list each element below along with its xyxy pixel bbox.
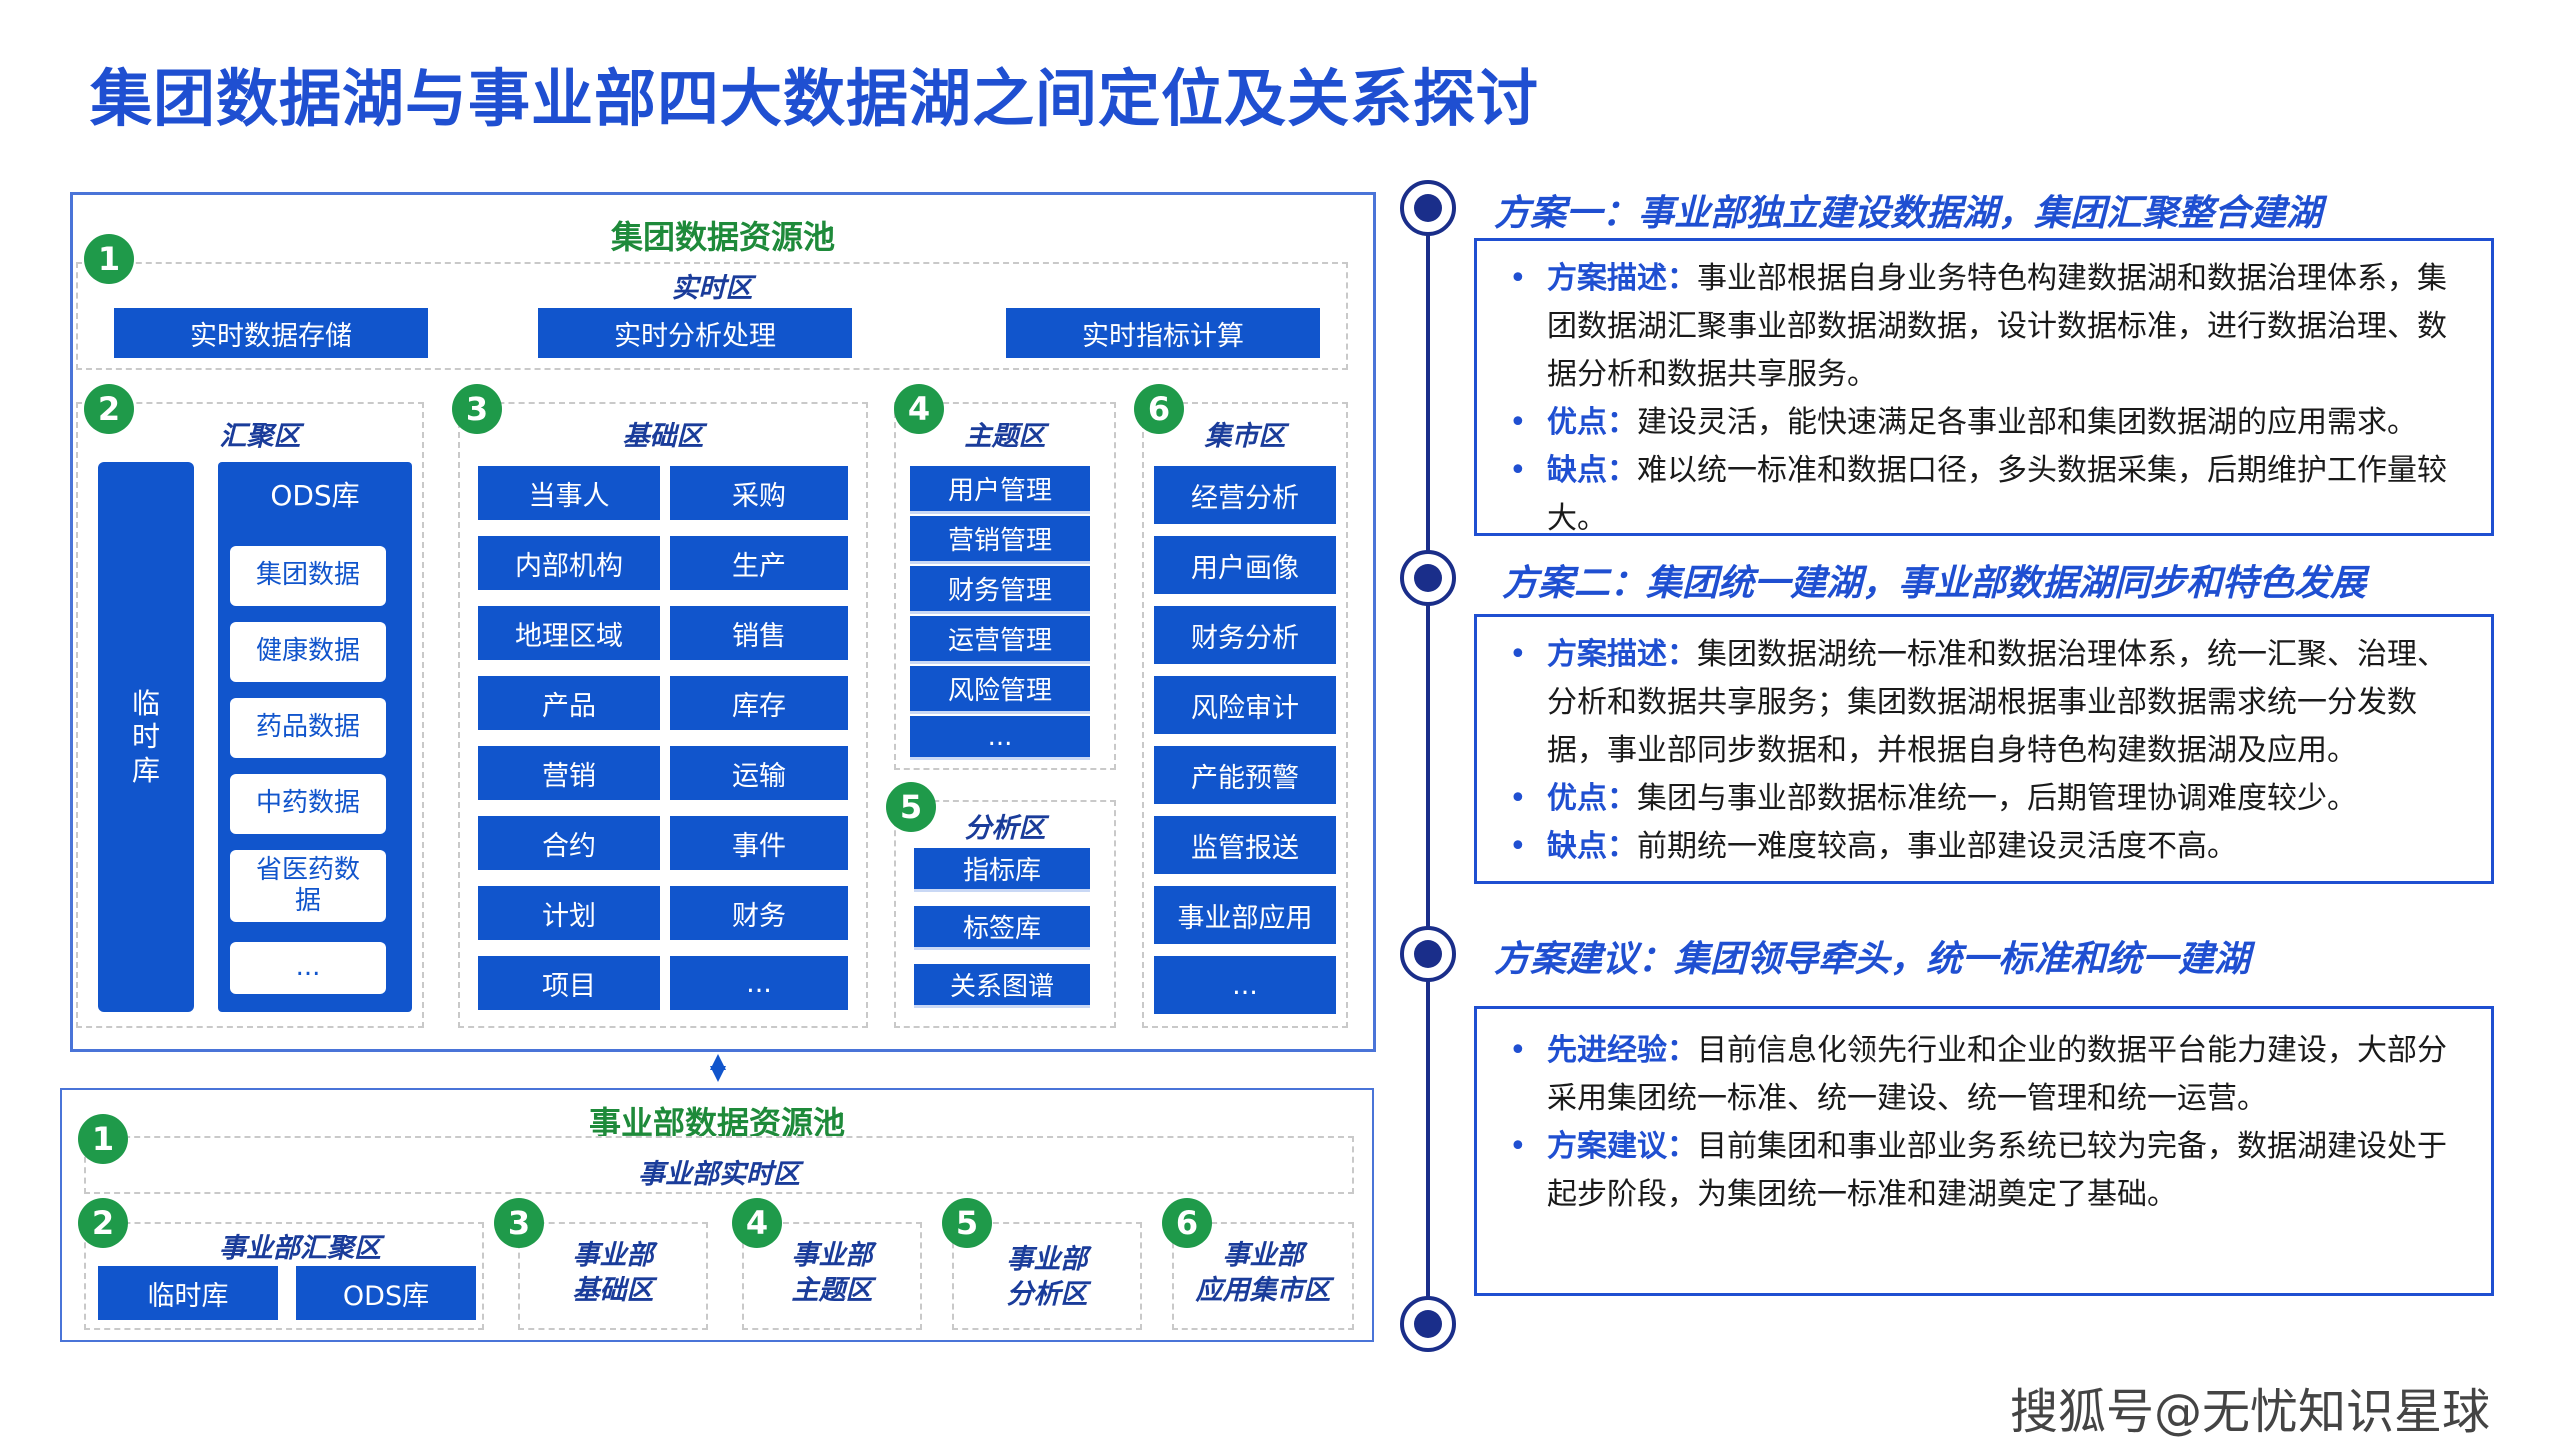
scheme-title: 方案二：集团统一建湖，事业部数据湖同步和特色发展 <box>1502 563 2367 604</box>
foundation-item: 库存 <box>670 676 848 730</box>
zone-number-badge: 3 <box>494 1198 544 1248</box>
timeline-node <box>1400 550 1456 606</box>
group-pool-title: 集团数据资源池 <box>610 218 835 256</box>
foundation-item: 采购 <box>670 466 848 520</box>
zone-number-badge: 6 <box>1162 1198 1212 1248</box>
timeline-node <box>1400 1296 1456 1352</box>
foundation-item: ... <box>670 956 848 1010</box>
foundation-item: 产品 <box>478 676 660 730</box>
zone-number-badge: 4 <box>732 1198 782 1248</box>
zone-number-badge: 5 <box>942 1198 992 1248</box>
market-item: 事业部应用 <box>1154 886 1336 944</box>
scheme-bullet: 优点：建设灵活，能快速满足各事业部和集团数据湖的应用需求。 <box>1495 399 2473 447</box>
bu-aggregation-zone-label: 事业部汇聚区 <box>219 1233 381 1264</box>
scheme-title: 方案一：事业部独立建设数据湖，集团汇聚整合建湖 <box>1494 193 2323 234</box>
zone-number-badge: 1 <box>84 234 134 284</box>
foundation-item: 地理区域 <box>478 606 660 660</box>
foundation-item: 当事人 <box>478 466 660 520</box>
topic-item: 用户管理 <box>910 466 1090 514</box>
analysis-zone-label: 分析区 <box>964 813 1046 844</box>
foundation-item: 项目 <box>478 956 660 1010</box>
bu-foundation-zone-label: 事业部 基础区 <box>572 1240 654 1307</box>
watermark: 搜狐号@无忧知识星球 <box>2010 1384 2491 1440</box>
foundation-item: 内部机构 <box>478 536 660 590</box>
topic-item: 营销管理 <box>910 516 1090 564</box>
bu-ods-store: ODS库 <box>296 1266 476 1320</box>
ods-store-title: ODS库 <box>270 479 360 512</box>
foundation-item: 运输 <box>670 746 848 800</box>
zone-number-badge: 6 <box>1134 384 1184 434</box>
market-item: 经营分析 <box>1154 466 1336 524</box>
zone-number-badge: 3 <box>452 384 502 434</box>
realtime-item: 实时指标计算 <box>1006 308 1320 358</box>
topic-item: 财务管理 <box>910 566 1090 614</box>
foundation-item: 生产 <box>670 536 848 590</box>
foundation-item: 合约 <box>478 816 660 870</box>
scheme-bullet: 方案描述：事业部根据自身业务特色构建数据湖和数据治理体系，集团数据湖汇聚事业部数… <box>1495 255 2473 399</box>
zone-number-badge: 2 <box>84 384 134 434</box>
ods-item: ... <box>230 942 386 994</box>
temp-store: 临时库 <box>98 462 194 1012</box>
topic-item: 风险管理 <box>910 666 1090 714</box>
ods-item: 药品数据 <box>230 698 386 758</box>
market-item: 产能预警 <box>1154 746 1336 804</box>
scheme-box: 方案描述：事业部根据自身业务特色构建数据湖和数据治理体系，集团数据湖汇聚事业部数… <box>1474 238 2494 536</box>
market-item: 财务分析 <box>1154 606 1336 664</box>
topic-zone-label: 主题区 <box>964 421 1046 452</box>
ods-item: 集团数据 <box>230 546 386 606</box>
zone-number-badge: 5 <box>886 782 936 832</box>
bu-market-zone-label: 事业部 应用集市区 <box>1195 1240 1331 1307</box>
bu-topic-zone-label: 事业部 主题区 <box>791 1240 873 1307</box>
market-zone-label: 集市区 <box>1204 421 1286 452</box>
analysis-item: 指标库 <box>914 848 1090 892</box>
foundation-item: 计划 <box>478 886 660 940</box>
bu-realtime-zone <box>84 1136 1354 1194</box>
topic-item: ... <box>910 716 1090 760</box>
zone-number-badge: 2 <box>78 1198 128 1248</box>
analysis-item: 关系图谱 <box>914 964 1090 1008</box>
realtime-item: 实时分析处理 <box>538 308 852 358</box>
market-item: 风险审计 <box>1154 676 1336 734</box>
foundation-item: 事件 <box>670 816 848 870</box>
foundation-zone-label: 基础区 <box>622 421 704 452</box>
scheme-bullet: 优点：集团与事业部数据标准统一，后期管理协调难度较少。 <box>1495 775 2473 823</box>
foundation-item: 销售 <box>670 606 848 660</box>
ods-item: 省医药数据 <box>230 850 386 922</box>
scheme-bullet: 先进经验：目前信息化领先行业和企业的数据平台能力建设，大部分采用集团统一标准、统… <box>1495 1027 2473 1123</box>
ods-item: 中药数据 <box>230 774 386 834</box>
realtime-item: 实时数据存储 <box>114 308 428 358</box>
scheme-bullet: 方案描述：集团数据湖统一标准和数据治理体系，统一汇聚、治理、分析和数据共享服务；… <box>1495 631 2473 775</box>
market-item: ... <box>1154 956 1336 1014</box>
realtime-zone-label: 实时区 <box>671 273 753 304</box>
scheme-bullet: 缺点：难以统一标准和数据口径，多头数据采集，后期维护工作量较大。 <box>1495 447 2473 533</box>
scheme-box: 先进经验：目前信息化领先行业和企业的数据平台能力建设，大部分采用集团统一标准、统… <box>1474 1006 2494 1296</box>
scheme-bullet: 缺点：前期统一难度较高，事业部建设灵活度不高。 <box>1495 823 2473 871</box>
scheme-box: 方案描述：集团数据湖统一标准和数据治理体系，统一汇聚、治理、分析和数据共享服务；… <box>1474 614 2494 884</box>
bu-temp-store: 临时库 <box>98 1266 278 1320</box>
analysis-item: 标签库 <box>914 906 1090 950</box>
scheme-title: 方案建议：集团领导牵头，统一标准和统一建湖 <box>1494 939 2251 980</box>
page-title: 集团数据湖与事业部四大数据湖之间定位及关系探讨 <box>90 62 1540 135</box>
aggregation-zone-label: 汇聚区 <box>219 421 301 452</box>
ods-item: 健康数据 <box>230 622 386 682</box>
scheme-bullet: 方案建议：目前集团和事业部业务系统已较为完备，数据湖建设处于起步阶段，为集团统一… <box>1495 1123 2473 1219</box>
timeline-node <box>1400 180 1456 236</box>
zone-number-badge: 1 <box>78 1114 128 1164</box>
bu-realtime-zone-label: 事业部实时区 <box>638 1159 800 1190</box>
bu-analysis-zone-label: 事业部 分析区 <box>1006 1244 1088 1311</box>
foundation-item: 营销 <box>478 746 660 800</box>
timeline-node <box>1400 926 1456 982</box>
market-item: 用户画像 <box>1154 536 1336 594</box>
foundation-item: 财务 <box>670 886 848 940</box>
zone-number-badge: 4 <box>894 384 944 434</box>
bu-pool-title: 事业部数据资源池 <box>588 1104 845 1142</box>
market-item: 监管报送 <box>1154 816 1336 874</box>
bu-foundation-zone <box>518 1222 708 1330</box>
topic-item: 运营管理 <box>910 616 1090 664</box>
